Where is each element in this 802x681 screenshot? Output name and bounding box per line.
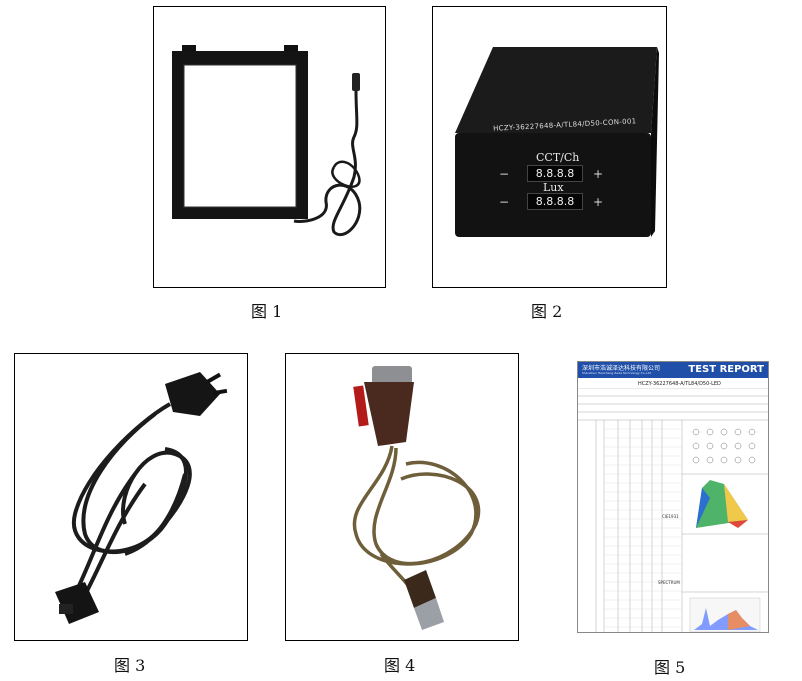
report-page: 深圳市浩诚泽达科技有限公司 Shenzhen HaoCheng Zeda Tec… (577, 361, 769, 633)
lux-label: Lux (543, 181, 564, 194)
report-company-english: Shenzhen HaoCheng Zeda Technology Co.,Lt… (582, 371, 652, 375)
lux-display: 8.8.8.8 (527, 193, 583, 210)
cct-display: 8.8.8.8 (527, 165, 583, 182)
figure-2-caption: 图 2 (531, 302, 563, 321)
figure-5-frame: 深圳市浩诚泽达科技有限公司 Shenzhen HaoCheng Zeda Tec… (555, 353, 789, 641)
cct-minus-button[interactable]: − (499, 167, 510, 181)
figure-4-frame (285, 353, 519, 641)
figure-3-frame (14, 353, 248, 641)
usb-serial-cable-image (352, 366, 481, 630)
figure-5-caption: 图 5 (654, 658, 686, 677)
report-company-name: 深圳市浩诚泽达科技有限公司 (582, 365, 661, 372)
figure-3-caption: 图 3 (114, 656, 146, 675)
figure-1-caption: 图 1 (251, 302, 283, 321)
figure-4-caption: 图 4 (384, 656, 416, 675)
controller-box-image (455, 47, 659, 237)
backlight-panel-image (172, 45, 362, 236)
figure-1-frame (153, 6, 386, 288)
spectrum-label: SPECTRUM (658, 580, 680, 585)
report-product-model: HCZY-36227648-A/TL84/D50-LED (638, 381, 721, 387)
cct-plus-button[interactable]: + (593, 167, 604, 181)
cie-label: CIE1931 (662, 514, 679, 519)
report-header: 深圳市浩诚泽达科技有限公司 Shenzhen HaoCheng Zeda Tec… (578, 362, 768, 378)
cct-label: CCT/Ch (536, 151, 580, 164)
figure-2-frame: HCZY-36227648-A/TL84/D50-CON-001 CCT/Ch … (432, 6, 667, 288)
lux-minus-button[interactable]: − (499, 195, 510, 209)
report-table (578, 388, 768, 632)
report-title: TEST REPORT (688, 364, 764, 375)
lux-plus-button[interactable]: + (593, 195, 604, 209)
power-cord-image (55, 372, 228, 624)
